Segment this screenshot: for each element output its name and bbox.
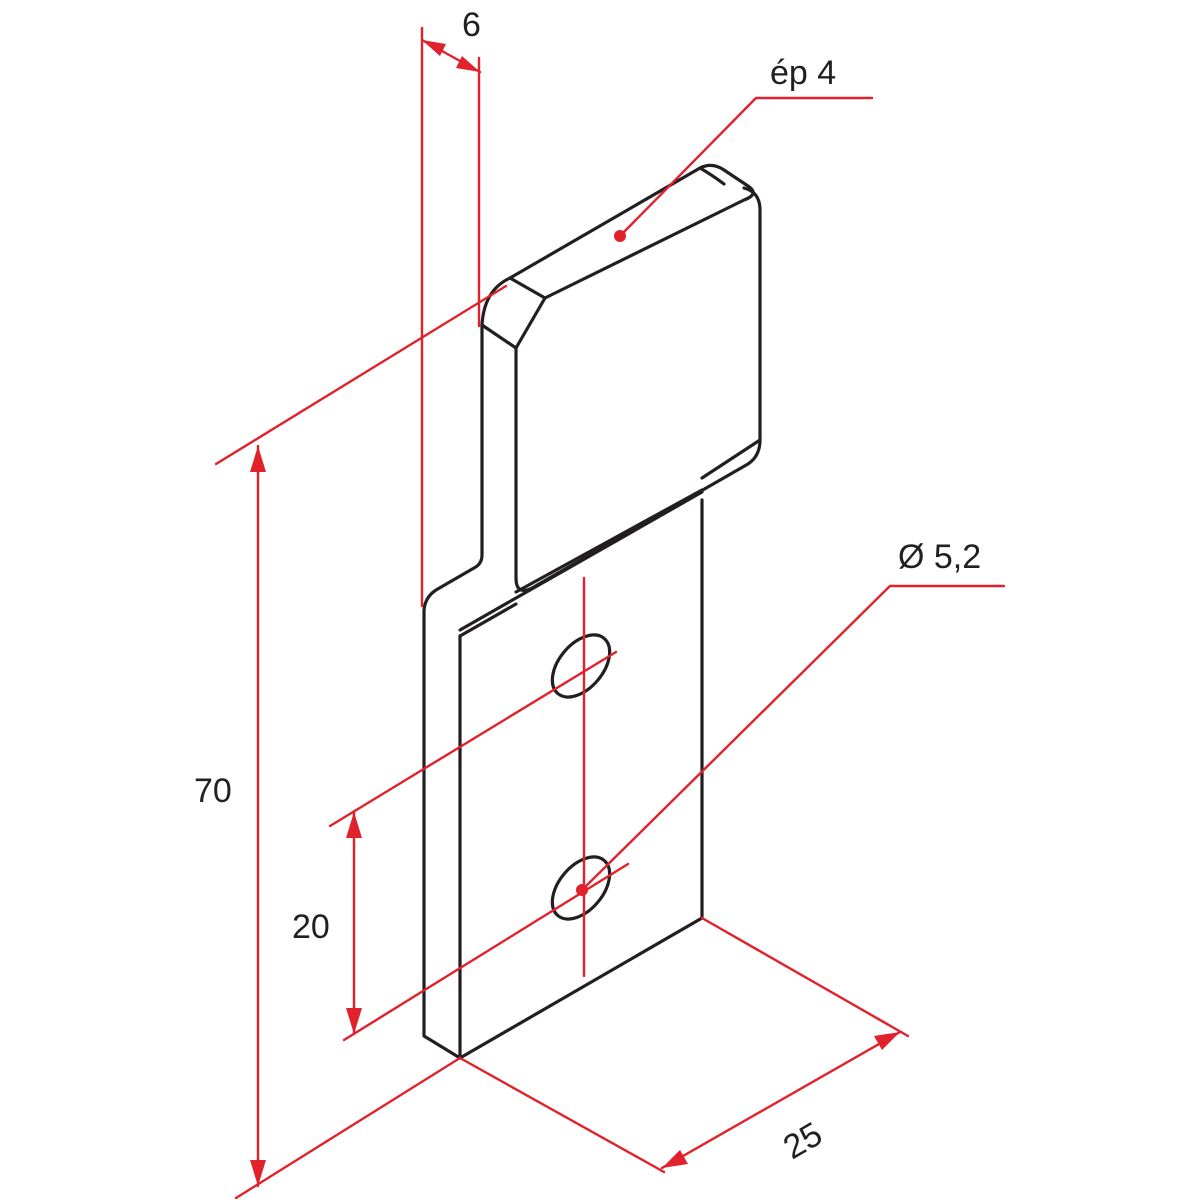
bracket-part (422, 163, 762, 1060)
upper-hole (550, 633, 612, 699)
lower-tab-top-edge (458, 490, 704, 638)
lower-hole-centerline (342, 862, 630, 1042)
top-plate-bottom-edge (514, 438, 762, 594)
thickness-leader-dot (614, 230, 626, 242)
lower-hole (550, 855, 612, 921)
hole-diameter-leader (580, 584, 1006, 892)
width-label: 25 (777, 1115, 829, 1167)
upper-hole-centerline (328, 650, 618, 828)
lower-tab-front-face (458, 498, 704, 1060)
height-extension-bottom (234, 1056, 462, 1200)
hole-diameter-label: Ø 5,2 (898, 538, 981, 576)
offset-arrow-left (422, 40, 446, 56)
height-arrow-bottom (250, 1160, 266, 1186)
width-extension-right (700, 916, 910, 1038)
width-extension-left (458, 1056, 666, 1174)
top-plate-left-edge (480, 276, 547, 350)
width-arrow-right (874, 1032, 900, 1050)
height-label: 70 (194, 772, 232, 810)
spacing-label: 20 (292, 908, 330, 946)
thickness-label: ép 4 (770, 54, 836, 92)
spacing-arrow-top (346, 812, 362, 838)
spacing-arrow-bottom (346, 1008, 362, 1034)
dimension-lines (214, 26, 1006, 1200)
height-extension-top (214, 284, 508, 466)
top-plate-top-face (508, 163, 755, 300)
width-dimension-line (660, 1030, 902, 1170)
bracket-left-side (422, 323, 484, 1060)
thickness-leader (618, 96, 874, 238)
dimension-labels: 6 ép 4 Ø 5,2 70 20 25 (194, 6, 981, 1167)
width-arrow-left (662, 1150, 688, 1168)
height-arrow-top (250, 446, 266, 472)
offset-label: 6 (462, 6, 481, 44)
offset-arrow-right (456, 56, 480, 72)
top-plate-corner-edge (698, 166, 726, 186)
